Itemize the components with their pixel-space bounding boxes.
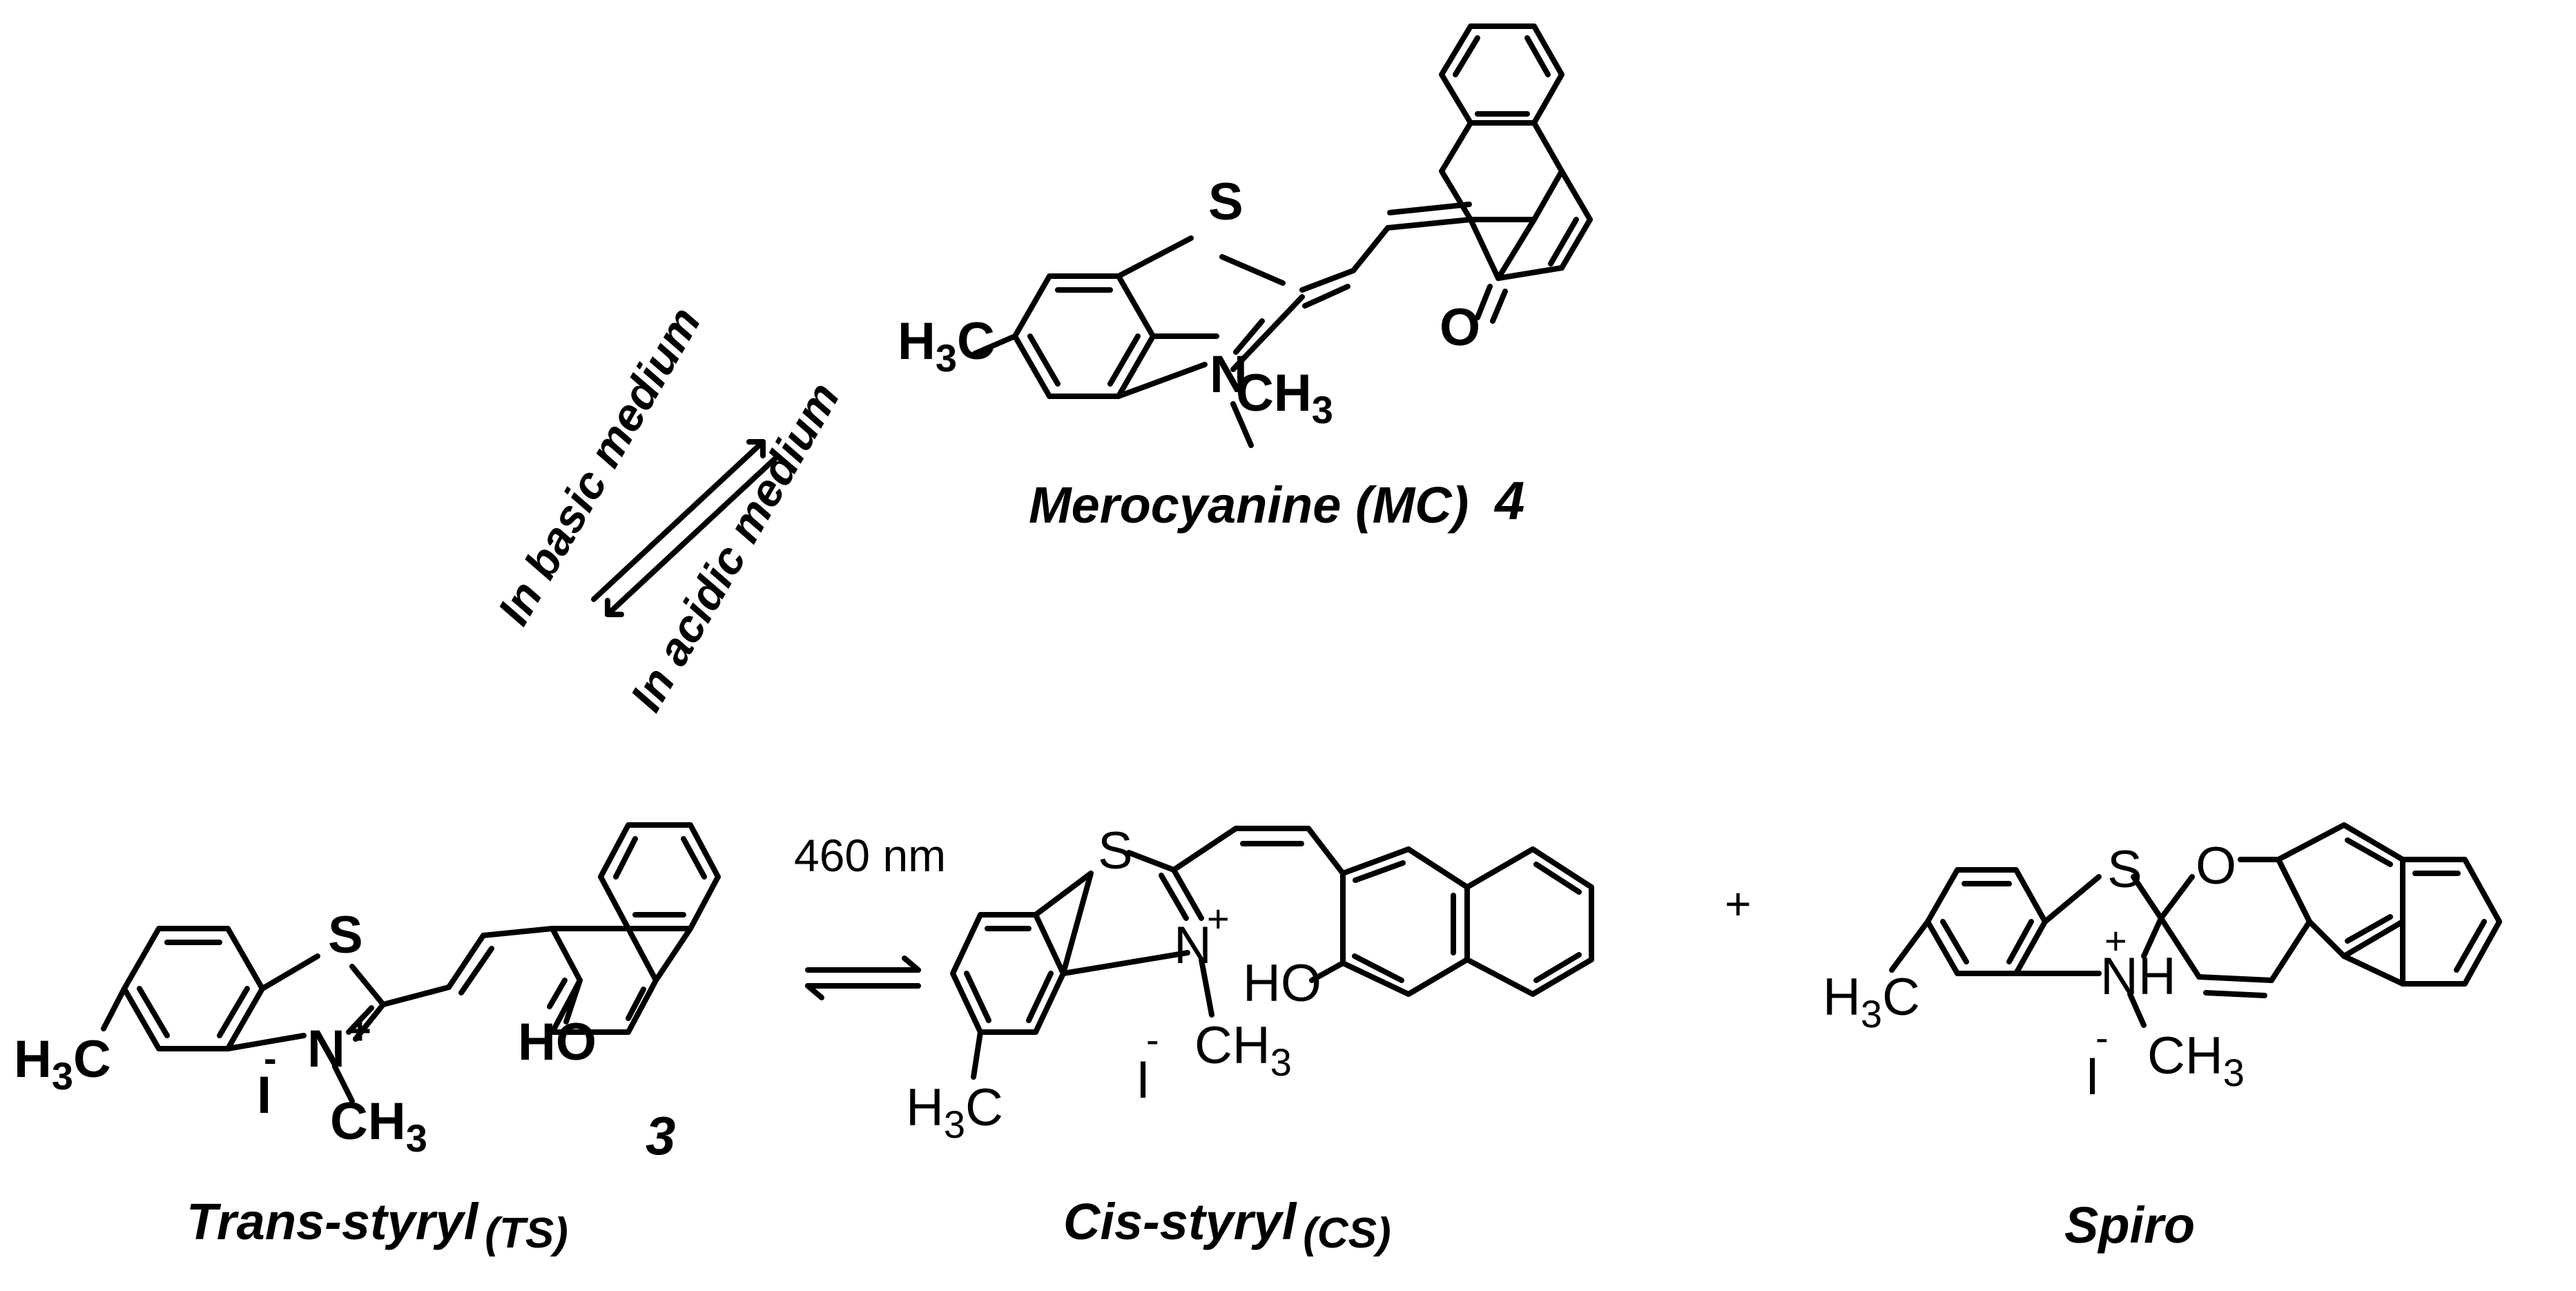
cs-iodide-negative-charge: - [1146,1018,1159,1061]
spiro-n-methyl-ch3: CH3 [2147,1027,2245,1094]
basic-medium-condition: In basic medium [487,298,710,633]
cs-positive-charge: + [1207,897,1230,940]
mc-nitrogen-atom: N [1210,345,1248,404]
spiro-nh-group: NH [2100,947,2176,1006]
cs-nitrogen-atom: N [1174,916,1212,975]
ts-sulfur-atom: S [328,906,363,964]
spiro-structure [1889,822,2502,1028]
mc-oxygen-atom: O [1440,298,1480,357]
equilibrium-arrow-diagonal [591,439,779,617]
cs-hydroxyl-group: HO [1243,954,1321,1013]
spiro-oxygen-atom: O [2196,837,2236,895]
ts-nitrogen-atom: N [307,1020,345,1078]
ts-positive-charge: + [349,1009,371,1052]
mc-n-methyl-ch3: CH3 [1236,364,1333,431]
spiro-label: Spiro [2064,1196,2195,1254]
ts-hydroxyl-group: HO [518,1013,597,1071]
ts-iodide-negative-charge: - [264,1036,277,1080]
trans-styryl-structure [101,822,721,1104]
merocyanine-compound-number: 4 [1493,470,1524,531]
cs-iodide-counterion: I [1136,1051,1150,1109]
cs-methyl-h3c: H3C [906,1078,1003,1146]
spiro-positive-charge: + [2104,919,2127,962]
trans-styryl-compound-number: 3 [646,1105,675,1166]
cs-sulfur-atom: S [1098,822,1133,880]
ts-methyl-h3c: H3C [14,1030,111,1098]
ts-n-methyl-ch3: CH3 [330,1092,427,1160]
plus-sign: + [1725,878,1752,929]
cis-styryl-structure [950,826,1594,1080]
merocyanine-label: Merocyanine (MC) [1029,476,1469,534]
irradiation-wavelength: 460 nm [794,830,946,881]
spiro-sulfur-atom: S [2107,840,2142,899]
trans-styryl-label: Trans-styryl(TS) [186,1193,568,1257]
mc-sulfur-atom: S [1208,173,1243,231]
ts-iodide-counterion: I [257,1066,271,1125]
spiro-methyl-h3c: H3C [1823,968,1920,1036]
equilibrium-arrow-horizontal [805,955,921,1000]
merocyanine-structure [972,23,1593,448]
cis-styryl-label: Cis-styryl(CS) [1063,1193,1391,1257]
cs-n-methyl-ch3: CH3 [1194,1016,1292,1084]
mc-methyl-h3c: H3C [898,312,995,380]
spiro-iodide-negative-charge: - [2095,1016,2109,1059]
spiro-iodide-counterion: I [2085,1047,2100,1106]
